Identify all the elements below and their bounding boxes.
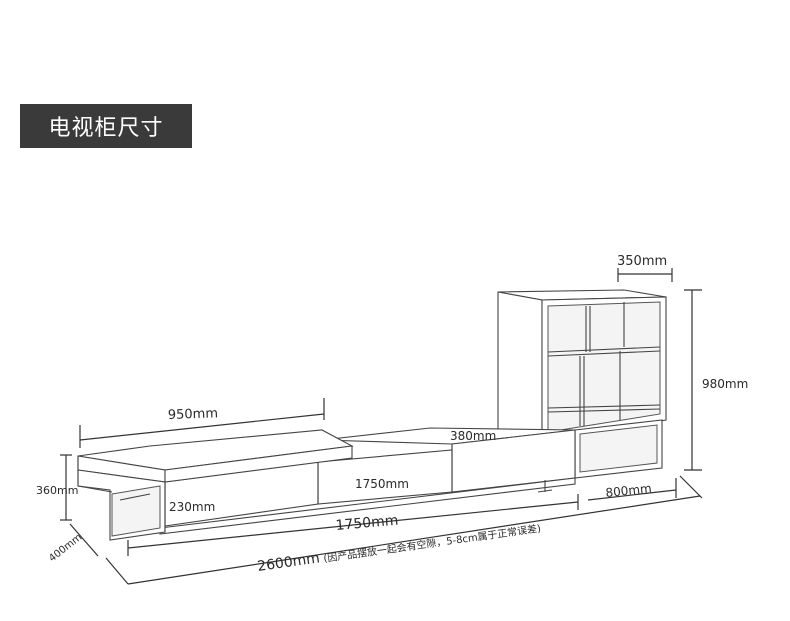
dim-800: 800mm [605,481,653,500]
dim-1750-drawer: 1750mm [355,477,409,491]
main-cabinet [159,427,576,535]
left-raised-cabinet [77,429,354,541]
title-banner: 电视柜尺寸 [20,104,192,148]
dim-980: 980mm [702,377,748,391]
dim-350: 350mm [617,254,667,269]
shelf-unit [497,289,667,441]
dim-230: 230mm [169,500,215,514]
dim-1750-base: 1750mm [335,513,399,534]
dim-360: 360mm [36,484,78,497]
dim-950: 950mm [168,406,219,423]
dim-400: 400mm [47,532,84,564]
dimension-lines [60,268,703,585]
right-low-cabinet [574,419,663,479]
dim-380: 380mm [450,429,496,443]
page-title: 电视柜尺寸 [48,116,164,141]
dim-2600: 2600mm [256,550,321,575]
